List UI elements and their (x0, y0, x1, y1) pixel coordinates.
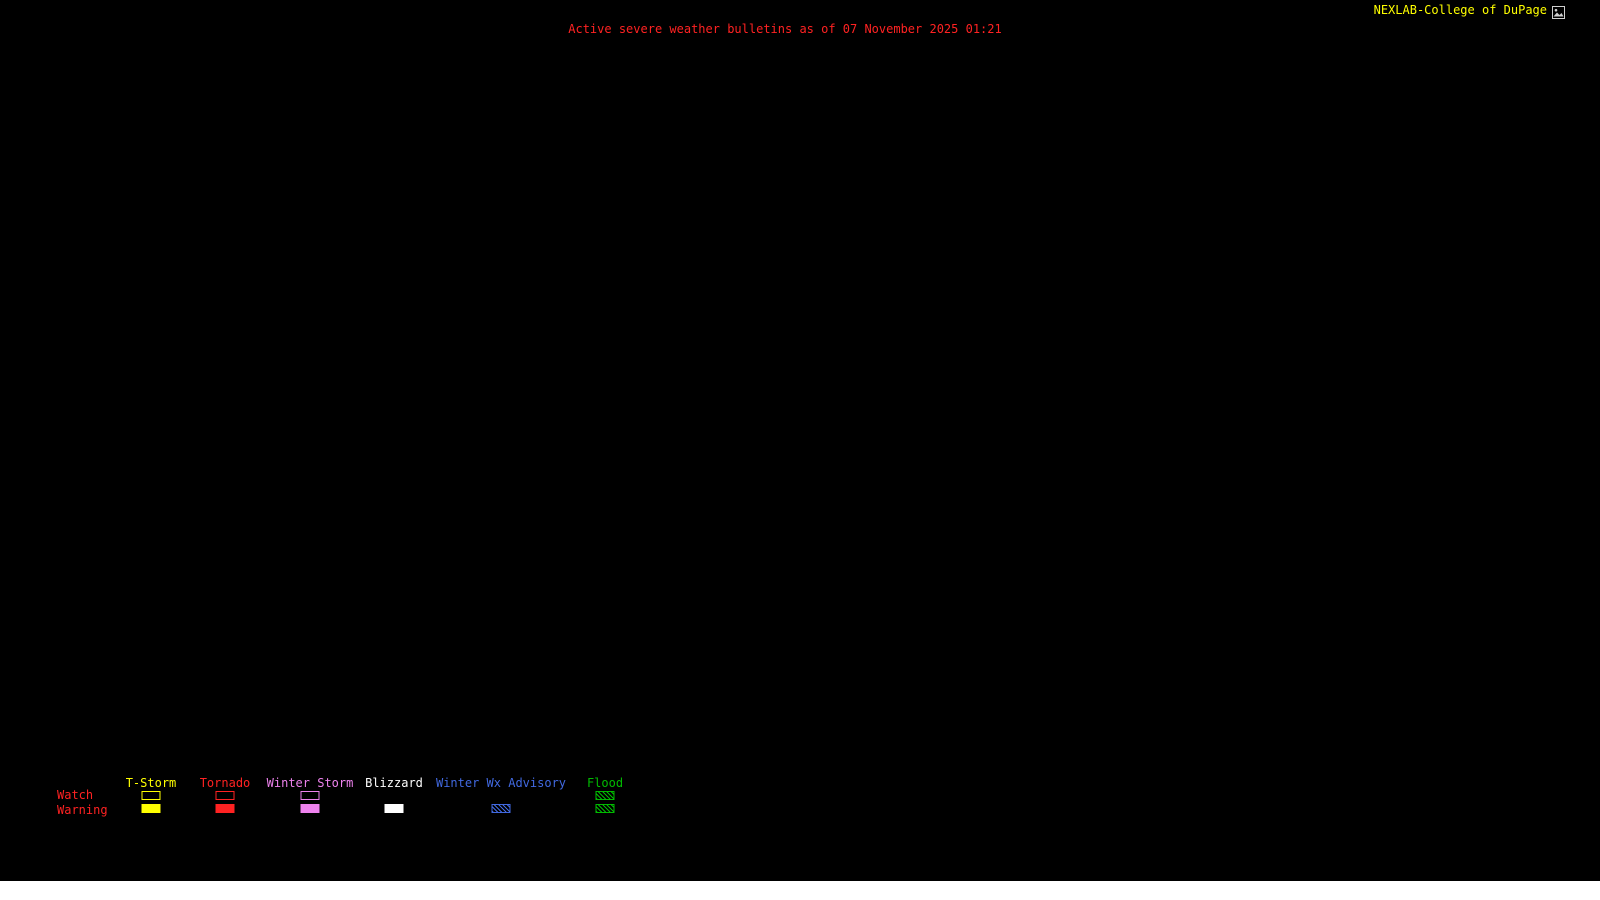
legend-warning-label: Warning (57, 803, 108, 817)
image-icon (1552, 4, 1565, 19)
legend-column-blizzard: Blizzard (309, 776, 479, 813)
legend-swatch-winter-wx-advisory-warning (491, 804, 511, 813)
legend-label-tornado: Tornado (199, 776, 251, 790)
legend-column-tornado: Tornado (140, 776, 310, 813)
legend-column-winter-wx-advisory: Winter Wx Advisory (416, 776, 586, 813)
legend-swatch-tstorm-warning (141, 804, 161, 813)
legend-label-flood: Flood (586, 776, 624, 790)
legend-watch-label: Watch (57, 788, 94, 802)
legend-column-flood: Flood (520, 776, 690, 813)
legend-swatch-tstorm-watch (141, 791, 161, 800)
legend-label-blizzard: Blizzard (365, 776, 423, 790)
legend-column-tstorm: T-Storm (66, 776, 236, 813)
legend-label-tstorm: T-Storm (125, 776, 177, 790)
legend-swatch-tornado-warning (215, 804, 235, 813)
legend-swatch-tornado-watch (215, 791, 235, 800)
legend-swatch-winter-storm-watch (300, 791, 320, 800)
legend-swatch-flood-watch (595, 791, 615, 800)
legend-label-winter-storm: Winter Storm (266, 776, 354, 790)
legend-label-winter-wx-advisory: Winter Wx Advisory (435, 776, 567, 790)
brand-text: NEXLAB-College of DuPage (1373, 3, 1547, 17)
legend-swatch-winter-storm-warning (300, 804, 320, 813)
legend-column-winter-storm: Winter Storm (225, 776, 395, 813)
legend: Watch Warning T-Storm Tornado Winter Sto… (0, 776, 1600, 821)
legend-swatch-flood-warning (595, 804, 615, 813)
map-area (0, 40, 1600, 770)
legend-swatch-blizzard-warning (384, 804, 404, 813)
brand-row: NEXLAB-College of DuPage (1373, 3, 1565, 19)
footer-bar (0, 881, 1600, 900)
bulletin-title: Active severe weather bulletins as of 07… (568, 22, 1002, 36)
